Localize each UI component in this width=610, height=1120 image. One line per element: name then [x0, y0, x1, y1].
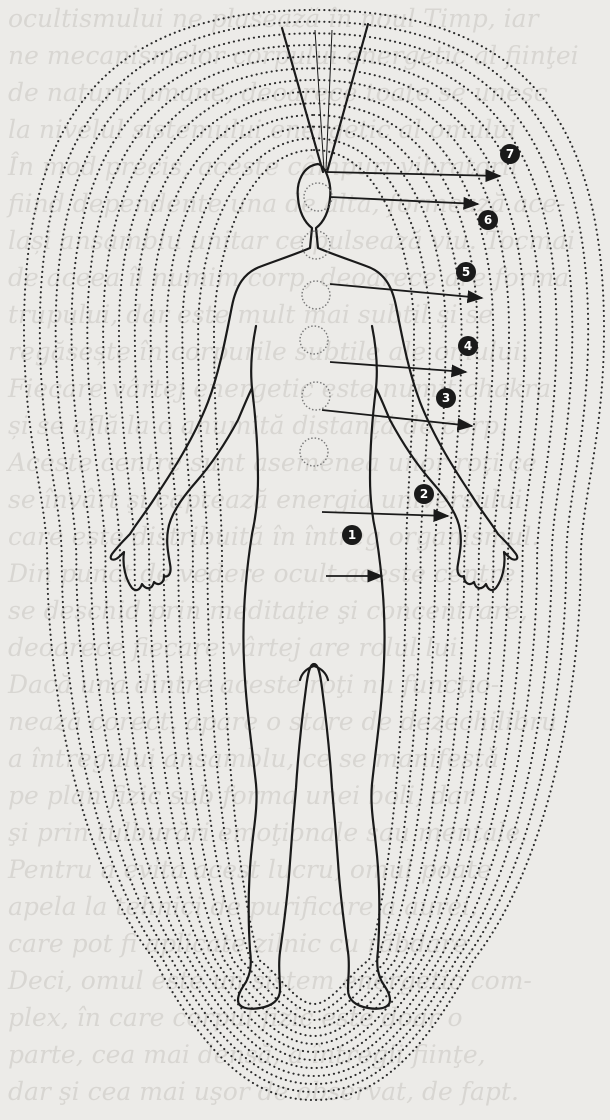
chakra-circle-3 — [300, 326, 328, 354]
chakra-circle-4 — [302, 281, 330, 309]
arrow-chakra-3 — [322, 410, 472, 426]
aura-ring — [135, 92, 493, 1044]
svg-text:2: 2 — [420, 487, 428, 501]
chakra-circle-6 — [304, 183, 332, 211]
aura-ring — [103, 68, 525, 1060]
body-inner-lines — [251, 326, 377, 680]
aura-ring — [72, 45, 557, 1076]
svg-text:3: 3 — [442, 391, 450, 405]
chakra-circle-2 — [302, 382, 330, 410]
aura-ring — [56, 33, 573, 1084]
aura-ring — [40, 22, 588, 1092]
arrow-chakra-7 — [326, 172, 500, 176]
chakra-circle-1 — [300, 438, 328, 466]
chakra-badge-2: 2 — [414, 484, 434, 504]
human-body-outline — [111, 164, 518, 1009]
aura-ring — [87, 57, 540, 1068]
chakra-circles — [300, 183, 332, 466]
chakra-badge-5: 5 — [456, 262, 476, 282]
aura-ring — [198, 138, 430, 1012]
chakra-badge-1: 1 — [342, 525, 362, 545]
svg-text:7: 7 — [506, 147, 514, 161]
aura-ring — [167, 115, 462, 1028]
aura-ring — [119, 80, 509, 1052]
svg-text:1: 1 — [348, 528, 356, 542]
aura-ring — [151, 103, 478, 1036]
svg-text:6: 6 — [484, 213, 492, 227]
chakra-badge-3: 3 — [436, 388, 456, 408]
chakra-badge-4: 4 — [458, 336, 478, 356]
chakra-badge-7: 7 — [500, 144, 520, 164]
arrow-chakra-2 — [322, 512, 448, 516]
svg-text:4: 4 — [464, 339, 472, 353]
svg-text:5: 5 — [462, 265, 470, 279]
chakra-badge-6: 6 — [478, 210, 498, 230]
arrow-chakra-5 — [330, 284, 482, 298]
arrow-chakra-6 — [330, 197, 478, 204]
